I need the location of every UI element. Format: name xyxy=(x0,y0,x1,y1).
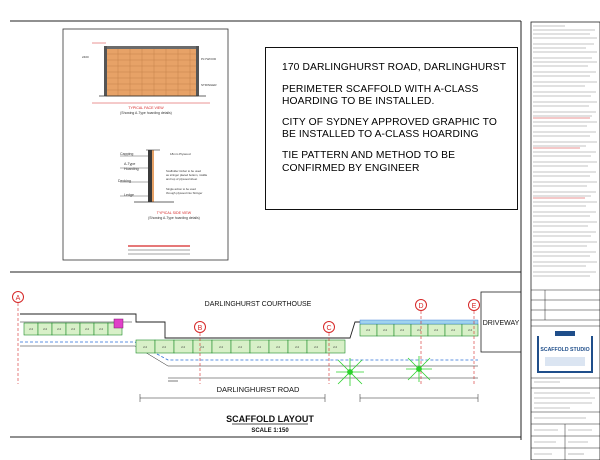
svg-text:2.4: 2.4 xyxy=(295,345,299,349)
tree-icon xyxy=(406,356,432,382)
svg-text:2.4: 2.4 xyxy=(238,345,242,349)
svg-text:2.4: 2.4 xyxy=(99,327,103,331)
svg-text:E: E xyxy=(472,303,477,310)
courthouse-label: DARLINGHURST COURTHOUSE xyxy=(205,301,312,308)
svg-text:2.4: 2.4 xyxy=(57,327,61,331)
scaffold-run-main xyxy=(135,339,346,354)
title-block: SCAFFOLD STUDIO xyxy=(530,21,600,460)
svg-text:Capping: Capping xyxy=(120,152,133,156)
svg-text:2.4: 2.4 xyxy=(417,328,421,332)
svg-text:2.4: 2.4 xyxy=(451,328,455,332)
svg-text:2.4: 2.4 xyxy=(434,328,438,332)
svg-text:A: A xyxy=(16,295,21,302)
svg-text:2.4: 2.4 xyxy=(366,328,370,332)
svg-text:2.4: 2.4 xyxy=(71,327,75,331)
svg-text:2400: 2400 xyxy=(82,55,89,59)
side-view-subtitle: (Showing A-Type hoarding details) xyxy=(148,216,200,220)
scaffold-studio-logo: SCAFFOLD STUDIO xyxy=(537,331,593,373)
svg-text:and top of plywood sheet: and top of plywood sheet xyxy=(166,177,197,181)
driveway-label: DRIVEWAY xyxy=(483,320,520,327)
scaffold-run-east xyxy=(359,323,479,337)
company-name: SCAFFOLD STUDIO xyxy=(540,347,589,353)
svg-text:2.4: 2.4 xyxy=(200,345,204,349)
typical-side-view: Capping A-Type Hoarding Decking Ledge 18… xyxy=(118,149,208,203)
svg-text:2.4: 2.4 xyxy=(43,327,47,331)
svg-text:C: C xyxy=(326,325,331,332)
svg-text:2.4: 2.4 xyxy=(468,328,472,332)
tree-icon xyxy=(336,358,364,386)
svg-text:Ledge: Ledge xyxy=(124,193,134,197)
note-graphic: CITY OF SYDNEY APPROVED GRAPHIC TO BE IN… xyxy=(282,116,497,141)
svg-text:2.4: 2.4 xyxy=(333,345,337,349)
svg-text:2.4: 2.4 xyxy=(143,345,147,349)
side-view-title: TYPICAL SIDE VIEW xyxy=(157,211,192,215)
svg-text:18mm Plywood: 18mm Plywood xyxy=(170,152,191,156)
hoist-marker xyxy=(113,318,124,329)
svg-text:Scaffolder timber to be used: Scaffolder timber to be used xyxy=(166,169,201,173)
svg-text:Single action to be used: Single action to be used xyxy=(166,187,196,191)
section-marker-c: C xyxy=(323,321,335,333)
svg-text:2.4: 2.4 xyxy=(85,327,89,331)
svg-text:2.4: 2.4 xyxy=(400,328,404,332)
note-scaffold-hoarding: PERIMETER SCAFFOLD WITH A-CLASS HOARDING… xyxy=(282,83,479,108)
scaffold-run-west xyxy=(23,322,123,336)
face-view-title: TYPICAL FACE VIEW xyxy=(128,106,164,110)
svg-text:2.4: 2.4 xyxy=(314,345,318,349)
svg-text:D: D xyxy=(418,303,423,310)
driveway-area xyxy=(480,291,522,353)
layout-scale: SCALE 1:150 xyxy=(251,428,289,434)
svg-text:2.4: 2.4 xyxy=(276,345,280,349)
svg-text:2.4: 2.4 xyxy=(219,345,223,349)
section-marker-a: A xyxy=(12,291,24,303)
svg-text:as stringer placed bottom, mid: as stringer placed bottom, middle xyxy=(166,173,208,177)
svg-text:2.4: 2.4 xyxy=(29,327,33,331)
svg-text:2.4: 2.4 xyxy=(383,328,387,332)
typical-face-view: 2400 PLYWOOD STRINGER xyxy=(82,42,217,104)
hoarding-detail-sheet: 2400 PLYWOOD STRINGER TYPICAL FACE VIEW … xyxy=(62,28,229,261)
svg-text:Decking: Decking xyxy=(118,179,131,183)
section-marker-e: E xyxy=(468,299,480,311)
svg-text:PLYWOOD: PLYWOOD xyxy=(201,57,217,61)
road-label: DARLINGHURST ROAD xyxy=(217,385,300,394)
svg-text:Hoarding: Hoarding xyxy=(124,167,139,171)
svg-text:2.4: 2.4 xyxy=(181,345,185,349)
section-marker-d: D xyxy=(415,299,427,311)
site-address: 170 DARLINGHURST ROAD, DARLINGHURST xyxy=(282,62,507,73)
layout-title: SCAFFOLD LAYOUT xyxy=(226,414,314,424)
project-notes-box: 170 DARLINGHURST ROAD, DARLINGHURST PERI… xyxy=(265,47,518,210)
svg-text:2.4: 2.4 xyxy=(257,345,261,349)
section-marker-b: B xyxy=(194,321,206,333)
svg-text:STRINGER: STRINGER xyxy=(201,83,217,87)
svg-text:B: B xyxy=(198,325,203,332)
face-view-subtitle: (Showing A-Type hoarding details) xyxy=(120,111,172,115)
svg-text:2.4: 2.4 xyxy=(162,345,166,349)
note-tie-pattern: TIE PATTERN AND METHOD TO BE CONFIRMED B… xyxy=(282,149,456,174)
svg-text:through plywood into Stringer: through plywood into Stringer xyxy=(166,191,202,195)
svg-text:A-Type: A-Type xyxy=(124,162,135,166)
